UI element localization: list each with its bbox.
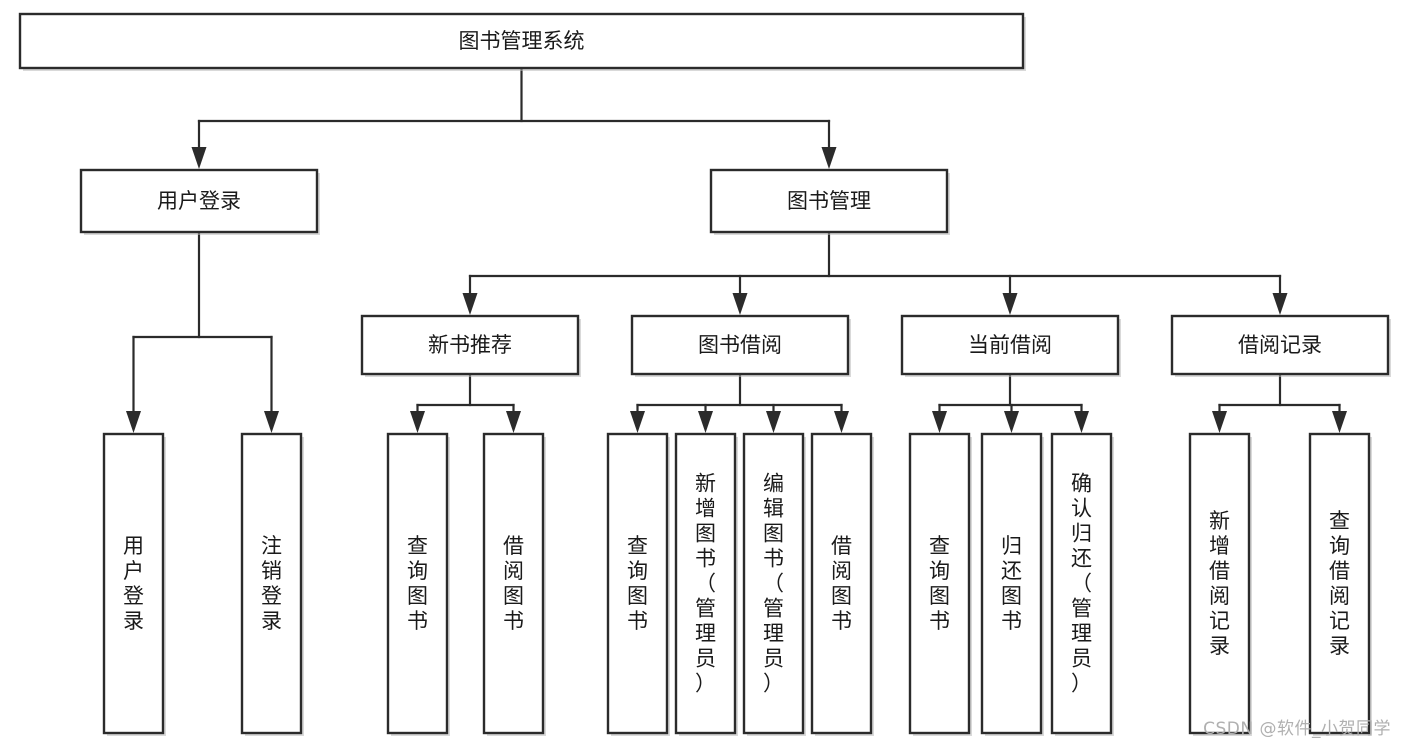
node-label: 图书管理系统 [459,29,585,53]
node-label: 查询图书 [407,534,428,633]
node-box[interactable] [79,168,319,234]
edge-arrowhead [410,411,425,433]
node-leaf-borrow-book-2[interactable]: 借阅图书 [810,432,874,736]
node-leaf-return-book[interactable]: 归还图书 [980,432,1044,736]
nodes-layer: 图书管理系统用户登录图书管理新书推荐图书借阅当前借阅借阅记录用户登录注销登录查询… [18,12,1391,736]
node-leaf-query-book-2[interactable]: 查询图书 [606,432,670,736]
node-book-manage[interactable]: 图书管理 [709,168,950,235]
node-new-book-rec[interactable]: 新书推荐 [360,314,581,377]
edge-arrowhead [462,293,478,315]
node-label: 查询借阅记录 [1329,509,1350,658]
edge-arrowhead [1004,411,1019,433]
node-label: 编辑图书（管理员） [763,472,784,696]
node-box[interactable] [102,432,165,735]
node-leaf-user-logout[interactable]: 注销登录 [240,432,304,736]
edge-arrowhead [1332,411,1347,433]
node-label: 用户登录 [123,534,144,633]
node-box[interactable] [482,432,545,735]
node-user-login[interactable]: 用户登录 [79,168,320,235]
node-box[interactable] [606,432,669,735]
node-box[interactable] [360,314,580,376]
node-leaf-edit-book[interactable]: 编辑图书（管理员） [742,432,806,736]
node-label: 注销登录 [261,534,282,633]
node-leaf-query-record[interactable]: 查询借阅记录 [1308,432,1372,736]
node-current-borrow[interactable]: 当前借阅 [900,314,1121,377]
node-label: 用户登录 [157,189,241,213]
node-leaf-query-book-3[interactable]: 查询图书 [908,432,972,736]
node-label: 确认归还（管理员） [1071,472,1092,696]
node-box[interactable] [18,12,1025,70]
edge-arrowhead [506,411,521,433]
node-box[interactable] [709,168,949,234]
edge-arrowhead [1002,293,1018,315]
node-label: 借阅图书 [503,534,524,633]
edge-arrowhead [264,411,279,433]
node-box[interactable] [742,432,805,735]
edges-layer [126,66,1347,433]
node-leaf-user-login[interactable]: 用户登录 [102,432,166,736]
node-label: 借阅记录 [1238,333,1322,357]
edge-arrowhead [191,147,207,169]
node-leaf-query-book-1[interactable]: 查询图书 [386,432,450,736]
edge-arrowhead [126,411,141,433]
edge-arrowhead [932,411,947,433]
node-label: 归还图书 [1001,534,1022,633]
node-label: 查询图书 [929,534,950,633]
node-box[interactable] [980,432,1043,735]
edge-arrowhead [834,411,849,433]
edge-arrowhead [1272,293,1288,315]
node-box[interactable] [810,432,873,735]
node-label: 当前借阅 [968,333,1052,357]
node-label: 借阅图书 [831,534,852,633]
node-label: 图书管理 [787,189,871,213]
node-box[interactable] [1308,432,1371,735]
node-leaf-add-record[interactable]: 新增借阅记录 [1188,432,1252,736]
edge-arrowhead [821,147,837,169]
node-box[interactable] [900,314,1120,376]
node-box[interactable] [1188,432,1251,735]
node-box[interactable] [630,314,850,376]
node-label: 图书借阅 [698,333,782,357]
node-root[interactable]: 图书管理系统 [18,12,1026,71]
node-box[interactable] [1050,432,1113,735]
node-box[interactable] [1170,314,1390,376]
node-label: 查询图书 [627,534,648,633]
edge-arrowhead [1212,411,1227,433]
edge-arrowhead [732,293,748,315]
node-box[interactable] [386,432,449,735]
node-box[interactable] [240,432,303,735]
node-book-borrow[interactable]: 图书借阅 [630,314,851,377]
node-box[interactable] [908,432,971,735]
edge-arrowhead [1074,411,1089,433]
node-box[interactable] [674,432,737,735]
edge-arrowhead [630,411,645,433]
node-label: 新增图书（管理员） [695,472,716,696]
edge-arrowhead [766,411,781,433]
node-label: 新书推荐 [428,333,512,357]
edge-arrowhead [698,411,713,433]
node-leaf-borrow-book-1[interactable]: 借阅图书 [482,432,546,736]
node-label: 新增借阅记录 [1209,509,1230,658]
node-borrow-record[interactable]: 借阅记录 [1170,314,1391,377]
node-leaf-confirm-return[interactable]: 确认归还（管理员） [1050,432,1114,736]
node-leaf-add-book[interactable]: 新增图书（管理员） [674,432,738,736]
